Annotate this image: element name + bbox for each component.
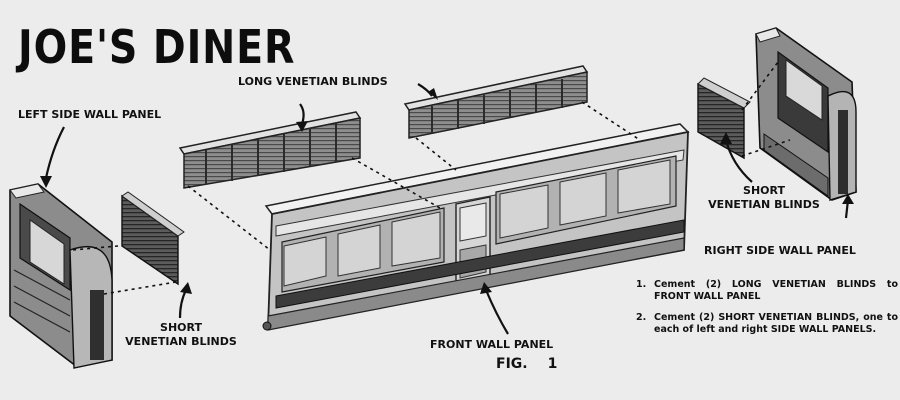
label-line: VENETIAN BLINDS xyxy=(708,198,820,211)
front-wall-panel-drawing xyxy=(262,123,690,331)
label-short-venetian-blinds-right: SHORT VENETIAN BLINDS xyxy=(702,184,826,212)
label-long-venetian-blinds: LONG VENETIAN BLINDS xyxy=(238,75,388,88)
page-title: JOE'S DINER xyxy=(18,20,296,74)
step-text: Cement (2) SHORT VENETIAN BLINDS, one to… xyxy=(654,312,898,335)
long-venetian-blind-right xyxy=(403,65,589,139)
label-line: SHORT xyxy=(160,321,202,334)
left-side-wall-panel-drawing xyxy=(9,183,113,369)
label-line: VENETIAN BLINDS xyxy=(125,335,237,348)
label-left-side-wall-panel: LEFT SIDE WALL PANEL xyxy=(18,108,162,121)
long-venetian-blind-left xyxy=(178,111,362,189)
step-number: 1. xyxy=(636,279,647,290)
label-front-wall-panel: FRONT WALL PANEL xyxy=(430,338,554,351)
right-side-wall-panel-drawing xyxy=(755,27,857,201)
instruction-step: 2. Cement (2) SHORT VENETIAN BLINDS, one … xyxy=(636,312,898,336)
short-venetian-blind-left xyxy=(121,191,185,286)
arrow-heads xyxy=(40,88,854,294)
figure-caption: FIG. 1 xyxy=(496,356,557,372)
figure-number: 1 xyxy=(547,356,558,372)
step-text: Cement (2) LONG VENETIAN BLINDS to FRONT… xyxy=(654,279,898,302)
label-right-side-wall-panel: RIGHT SIDE WALL PANEL xyxy=(704,244,856,257)
label-short-venetian-blinds-left: SHORT VENETIAN BLINDS xyxy=(108,321,254,349)
instruction-list: 1. Cement (2) LONG VENETIAN BLINDS to FRO… xyxy=(636,279,898,345)
short-venetian-blind-right xyxy=(697,77,751,160)
step-number: 2. xyxy=(636,312,647,323)
instruction-step: 1. Cement (2) LONG VENETIAN BLINDS to FRO… xyxy=(636,279,898,303)
label-line: SHORT xyxy=(743,184,785,197)
figure-prefix: FIG. xyxy=(496,356,528,372)
assembly-guide-lines xyxy=(71,61,791,295)
